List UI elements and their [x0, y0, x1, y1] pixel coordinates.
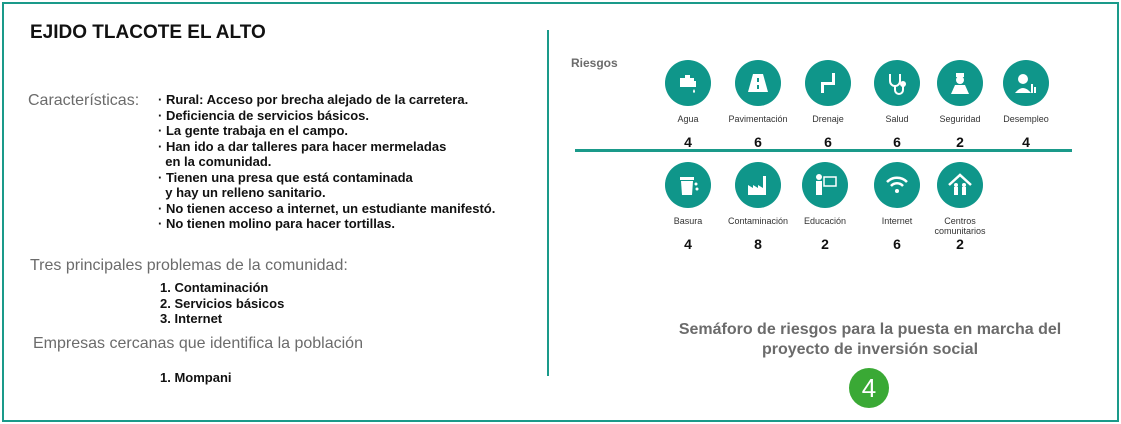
risk-contaminación: Contaminación 8 [718, 162, 798, 252]
risk-name: Basura [673, 216, 703, 226]
semaforo-text: Semáforo de riesgos para la puesta en ma… [678, 321, 1062, 358]
factory-icon [735, 162, 781, 208]
risk-name: Pavimentación [728, 114, 788, 124]
semaforo-badge: 4 [849, 368, 889, 408]
list-item: · Han ido a dar talleres para hacer merm… [158, 138, 447, 170]
trash-icon [665, 162, 711, 208]
risk-name: Salud [885, 114, 909, 124]
list-item: · Rural: Acceso por brecha alejado de la… [158, 92, 469, 107]
risk-value: 8 [754, 236, 762, 252]
caracteristicas-list: · Rural: Acceso por brecha alejado de la… [158, 92, 495, 232]
risk-basura: Basura 4 [648, 162, 728, 252]
risk-name: Drenaje [812, 114, 844, 124]
police-icon [937, 60, 983, 106]
risk-salud: Salud 6 [857, 60, 937, 150]
risk-value: 2 [956, 134, 964, 150]
community-house-icon [937, 162, 983, 208]
list-item: · Deficiencia de servicios básicos. [158, 107, 369, 123]
risk-value: 6 [893, 134, 901, 150]
risk-value: 6 [824, 134, 832, 150]
risk-value: 6 [893, 236, 901, 252]
list-item: · Tienen una presa que está contaminada … [158, 169, 413, 201]
risk-educación: Educación 2 [785, 162, 865, 252]
list-item: 3. Internet [160, 311, 223, 326]
risk-name: Educación [803, 216, 847, 226]
risk-drenaje: Drenaje 6 [788, 60, 868, 150]
risk-internet: Internet 6 [857, 162, 937, 252]
risk-value: 6 [754, 134, 762, 150]
list-item: · No tienen acceso a internet, un estudi… [158, 200, 496, 216]
page-title: EJIDO TLACOTE EL ALTO [30, 22, 266, 43]
pipe-icon [805, 60, 851, 106]
risk-desempleo: Desempleo 4 [986, 60, 1066, 150]
list-item: · La gente trabaja en el campo. [158, 123, 348, 138]
caracteristicas-label: Características: [28, 92, 140, 109]
list-item: 1. Contaminación [160, 280, 269, 295]
risk-value: 4 [684, 134, 692, 150]
vertical-divider [547, 30, 549, 376]
risk-pavimentación: Pavimentación 6 [718, 60, 798, 150]
risk-name: Desempleo [1003, 114, 1049, 124]
stethoscope-icon [874, 60, 920, 106]
faucet-icon [665, 60, 711, 106]
risk-name: Agua [677, 114, 699, 124]
risk-name: Seguridad [939, 114, 981, 124]
risk-value: 4 [684, 236, 692, 252]
risk-agua: Agua 4 [648, 60, 728, 150]
worker-chart-icon [1003, 60, 1049, 106]
risk-name: Centros comunitarios [934, 216, 986, 236]
risk-value: 4 [1022, 134, 1030, 150]
risk-value: 2 [956, 236, 964, 252]
risk-name: Internet [881, 216, 913, 226]
list-item: 2. Servicios básicos [160, 295, 285, 311]
risk-value: 2 [821, 236, 829, 252]
risk-name: Contaminación [727, 216, 789, 226]
teacher-icon [802, 162, 848, 208]
problemas-label: Tres principales problemas de la comunid… [30, 257, 348, 274]
list-item: 1. Mompani [160, 370, 232, 385]
wifi-icon [874, 162, 920, 208]
risk-seguridad: Seguridad 2 [920, 60, 1000, 150]
list-item: · No tienen molino para hacer tortillas. [158, 216, 395, 231]
empresas-label: Empresas cercanas que identifica la pobl… [33, 335, 363, 352]
road-icon [735, 60, 781, 106]
riesgos-label: Riesgos [571, 56, 618, 70]
empresas-list: 1. Mompani [160, 370, 232, 386]
horizontal-divider [575, 149, 1072, 152]
